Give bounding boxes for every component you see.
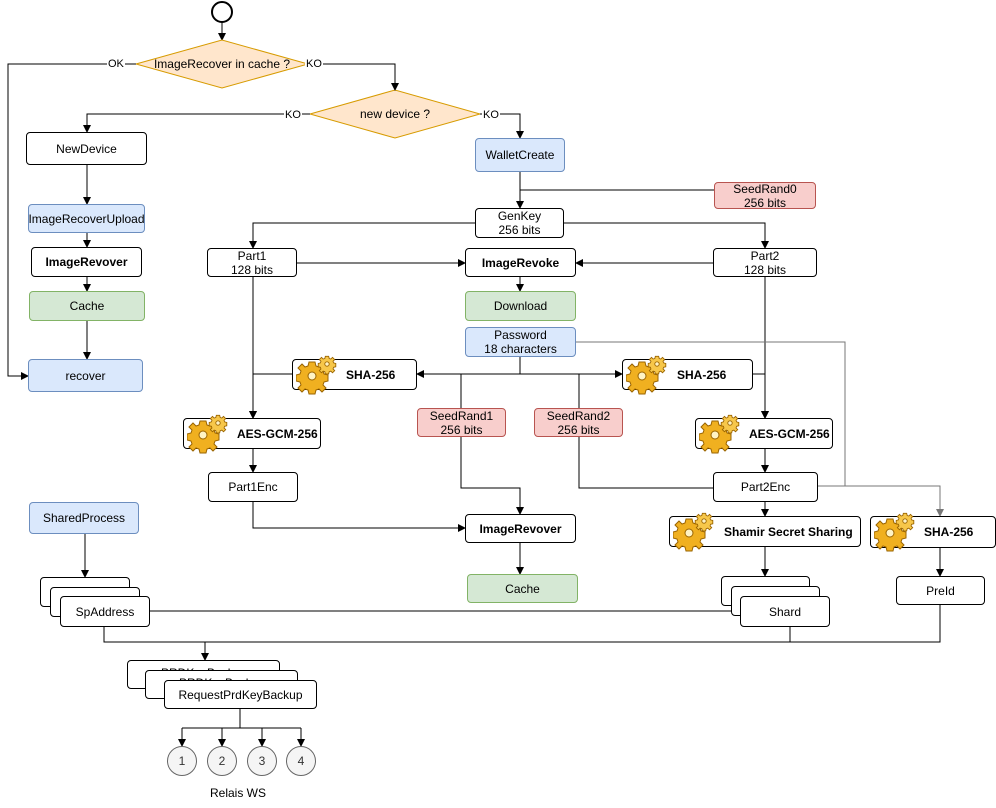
image-revoke-node: ImageRevoke: [465, 248, 576, 277]
relay-1: 1: [167, 746, 197, 776]
shamir-label: Shamir Secret Sharing: [724, 524, 853, 539]
edge-label-ko-right: KO: [482, 109, 500, 121]
image-revover-center-node: ImageRevover: [465, 514, 576, 543]
gear-icon: [673, 512, 714, 552]
part2-enc-node: Part2Enc: [713, 472, 818, 502]
edge-label-ko-cache: KO: [305, 58, 323, 70]
decision-new-device-label: new device ?: [359, 107, 431, 121]
password-node: Password 18 characters: [465, 327, 576, 357]
download-node: Download: [465, 291, 576, 321]
shared-process-node: SharedProcess: [29, 502, 139, 534]
seed-rand0-node: SeedRand0 256 bits: [714, 182, 816, 210]
sha256-right-label: SHA-256: [677, 367, 727, 382]
image-recover-upload-node: ImageRecoverUpload: [28, 204, 145, 233]
aes-gcm-left-label: AES-GCM-256: [237, 426, 318, 441]
relay-4: 4: [286, 746, 316, 776]
seed-rand2-node: SeedRand2 256 bits: [534, 408, 623, 437]
gear-icon: [626, 355, 667, 395]
pre-id-node: PreId: [896, 576, 985, 605]
cache-center-node: Cache: [467, 574, 578, 603]
recover-node: recover: [28, 359, 143, 392]
shard-node: Shard: [740, 596, 830, 627]
sha256-far-right-label: SHA-256: [924, 525, 974, 539]
part1-node: Part1 128 bits: [207, 248, 297, 277]
sp-address-node: SpAddress: [60, 596, 150, 627]
gear-icon: [187, 414, 228, 454]
start-node: [211, 1, 233, 23]
cache-left-node: Cache: [29, 291, 145, 321]
seed-rand1-node: SeedRand1 256 bits: [417, 408, 506, 437]
part1-enc-node: Part1Enc: [208, 472, 298, 502]
new-device-node: NewDevice: [26, 132, 147, 165]
gear-icon: [699, 414, 740, 454]
relais-ws-caption: Relais WS: [210, 786, 267, 800]
gear-icon: [874, 512, 915, 552]
request-prd-key-backup-node: RequestPrdKeyBackup: [164, 680, 317, 709]
gear-icon: [296, 355, 337, 395]
decision-cache-label: ImageRecover in cache ?: [153, 57, 291, 71]
part2-node: Part2 128 bits: [713, 248, 817, 277]
relay-2: 2: [207, 746, 237, 776]
edge-label-ok: OK: [107, 58, 125, 70]
aes-gcm-right-label: AES-GCM-256: [749, 426, 830, 441]
image-revover-left-node: ImageRevover: [31, 247, 142, 277]
relay-3: 3: [247, 746, 277, 776]
sha256-left-label: SHA-256: [346, 367, 396, 382]
gen-key-node: GenKey 256 bits: [475, 208, 564, 238]
wallet-create-node: WalletCreate: [475, 138, 565, 172]
edge-label-ko-left: KO: [284, 109, 302, 121]
